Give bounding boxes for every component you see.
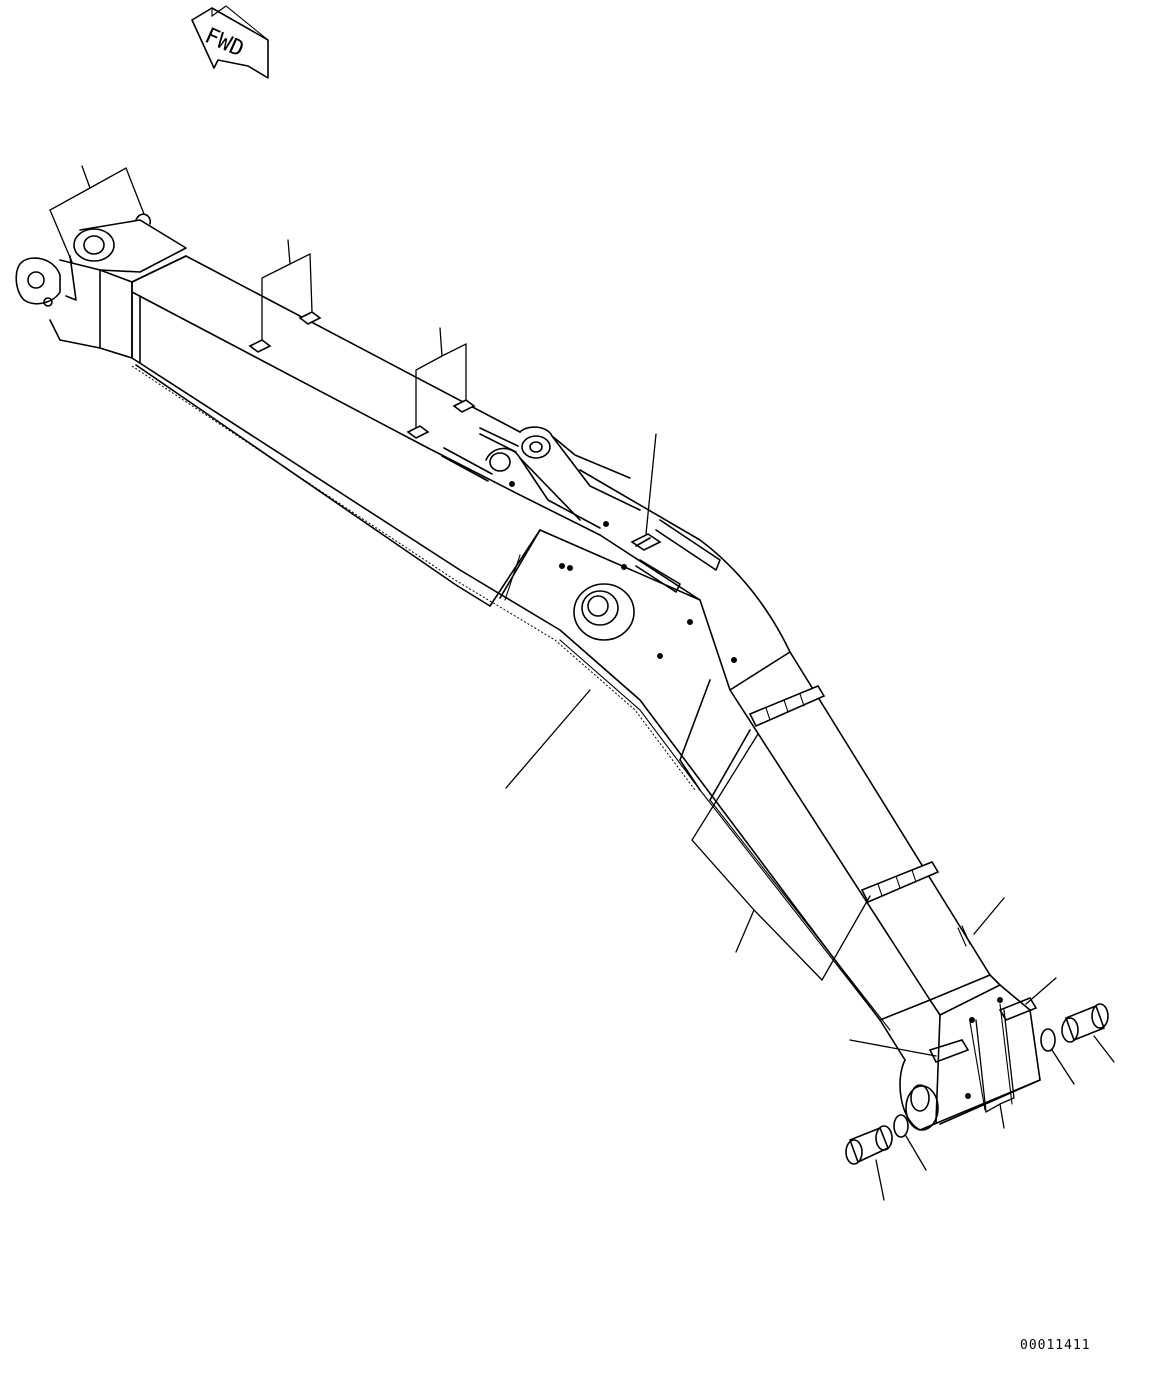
- drawing-number: 00011411: [1020, 1338, 1091, 1353]
- leader-lines: [49, 165, 1115, 1201]
- arm-cylinder-bracket: [441, 426, 721, 593]
- boom-center-boss: [559, 563, 737, 663]
- boom-top-end: [899, 984, 1041, 1131]
- structure-lines: [131, 281, 141, 363]
- pipe-clamps: [248, 311, 662, 551]
- boom-body: [131, 255, 1001, 1061]
- bushings: [845, 1003, 1109, 1165]
- boom-foot: [15, 213, 187, 359]
- hose-clamps: [748, 684, 1038, 1064]
- fwd-arrow-icon: FWD: [191, 5, 269, 79]
